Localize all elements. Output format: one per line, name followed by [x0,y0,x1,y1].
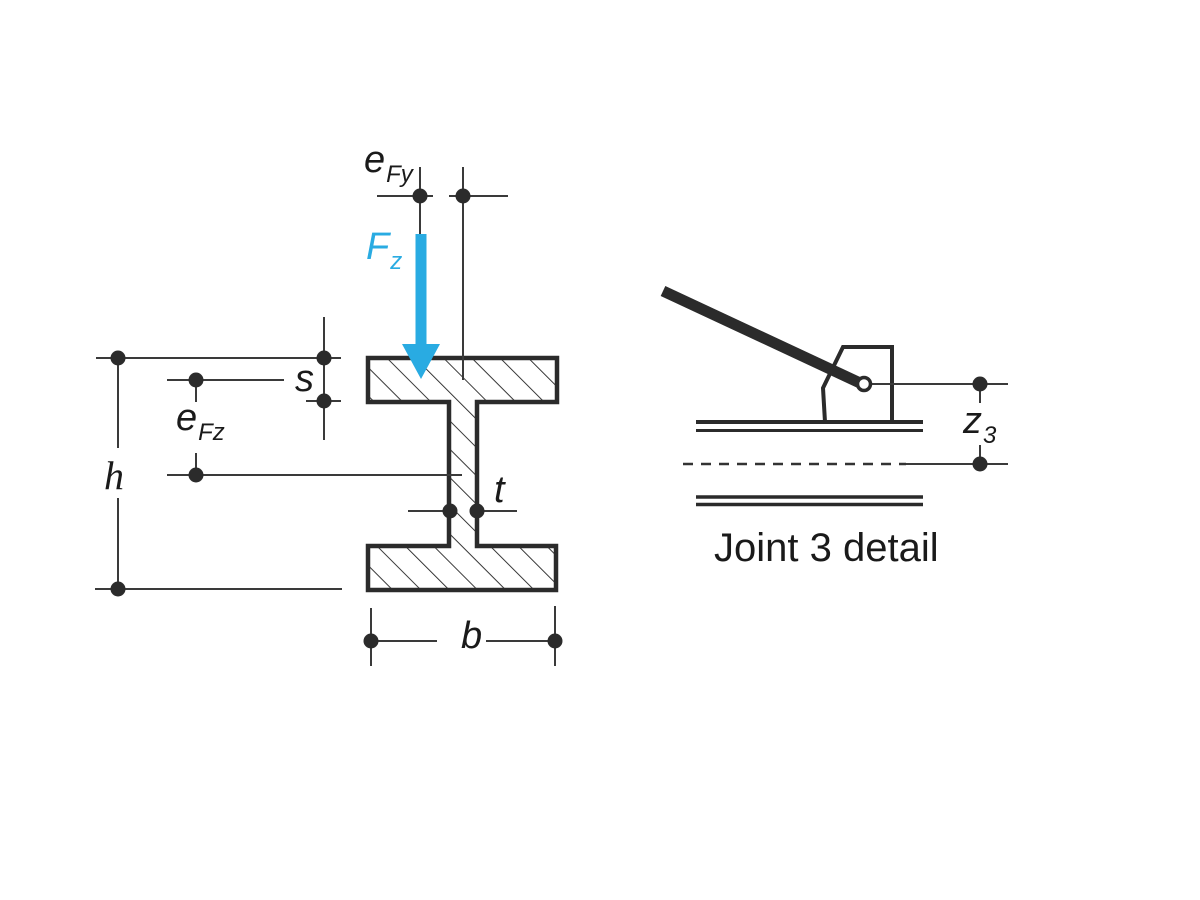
label-h: h [104,453,124,498]
label-b: b [461,615,483,657]
label-e-fz: eFz [176,397,225,446]
dot-b-left [363,633,379,649]
dot-t-right [469,503,485,519]
i-beam-outline [365,355,560,593]
dimension-dots [110,188,563,649]
dot-t-left [442,503,458,519]
i-beam-figure [95,167,563,666]
dot-h-bottom [110,581,126,597]
dot-b-right [547,633,563,649]
dot-centerline [455,188,471,204]
dot-s-top [316,350,332,366]
label-e-fy: eFy [364,139,413,188]
joint-detail-figure [660,286,1008,507]
dot-h-top [110,350,126,366]
diagonal-brace [660,286,863,388]
label-t: t [494,469,505,511]
force-arrow [402,234,440,379]
dot-z3-bottom [972,456,988,472]
dot-s-bottom [316,393,332,409]
dot-efz-bottom [188,467,204,483]
dot-z3-top [972,376,988,392]
pin-circle [855,375,873,393]
label-z3: z3 [963,400,997,449]
dot-force-axis [412,188,428,204]
z3-dimension [972,376,988,472]
label-s: s [295,358,314,400]
label-f-z: Fz [366,226,403,275]
joint-detail-caption: Joint 3 detail [714,526,939,570]
dot-efz-top [188,372,204,388]
